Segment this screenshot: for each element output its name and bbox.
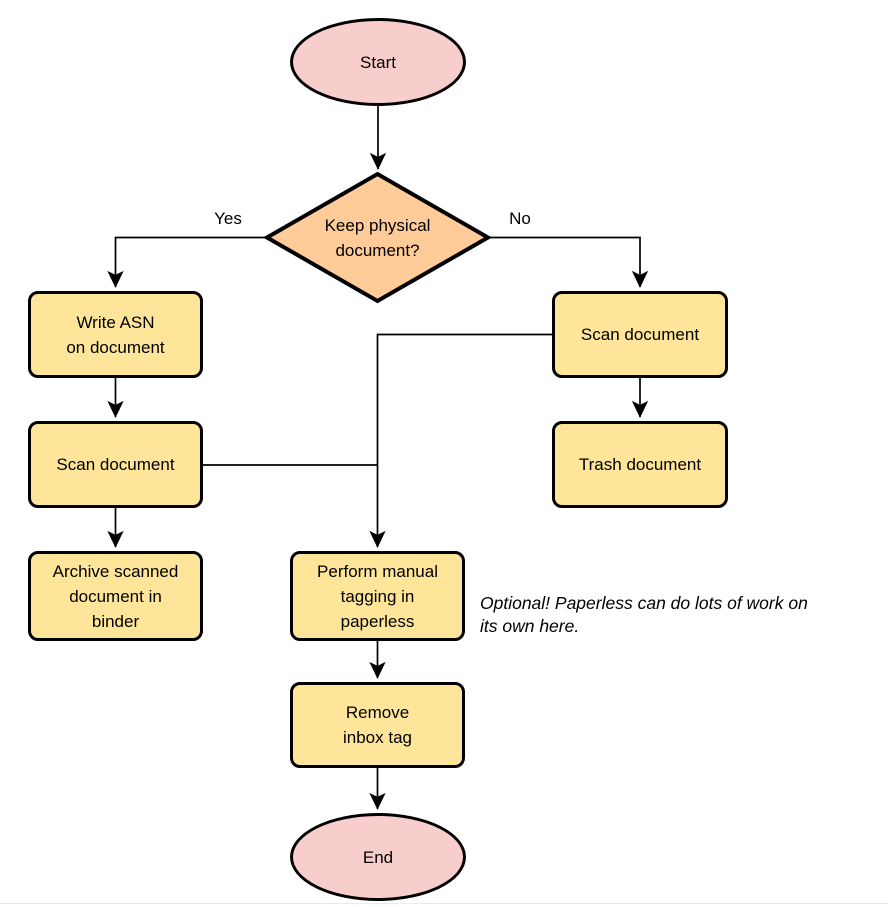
decision-diamond-shape (262, 171, 493, 304)
node-remove-inbox-label: Remove inbox tag (343, 703, 412, 747)
edge-scan-right-to-tagging (369, 333, 552, 548)
edge-decision-no-to-scan-right (488, 236, 649, 288)
node-scan-document-left: Scan document (28, 421, 203, 508)
decision-label-text: Keep physical document? (324, 216, 431, 260)
edge-label-no: No (509, 209, 531, 228)
node-trash-label: Trash document (578, 455, 702, 474)
node-scan-right-label: Scan document (580, 325, 700, 344)
node-write-asn: Write ASN on document (28, 291, 203, 378)
node-archive-binder: Archive scanned document in binder (28, 551, 203, 641)
node-end-label: End (362, 847, 394, 867)
node-manual-tagging: Perform manual tagging in paperless (290, 551, 465, 641)
edge-label-yes: Yes (214, 209, 242, 228)
node-scan-document-right: Scan document (552, 291, 728, 378)
edge-decision-yes-to-write-asn (107, 236, 267, 288)
node-scan-left-label: Scan document (56, 455, 175, 474)
node-write-asn-label: Write ASN on document (66, 312, 165, 357)
node-start-label: Start (360, 52, 396, 72)
page-bottom-divider (0, 903, 888, 904)
node-archive-label: Archive scanned document in binder (52, 561, 179, 631)
node-start: Start (290, 18, 466, 106)
node-end: End (290, 813, 466, 901)
node-decision-label: Keep physical document? (288, 210, 467, 266)
node-remove-inbox-tag: Remove inbox tag (290, 682, 465, 768)
node-trash-document: Trash document (552, 421, 728, 508)
node-tagging-label: Perform manual tagging in paperless (317, 561, 438, 631)
annotation-optional: Optional! Paperless can do lots of work … (480, 593, 808, 636)
